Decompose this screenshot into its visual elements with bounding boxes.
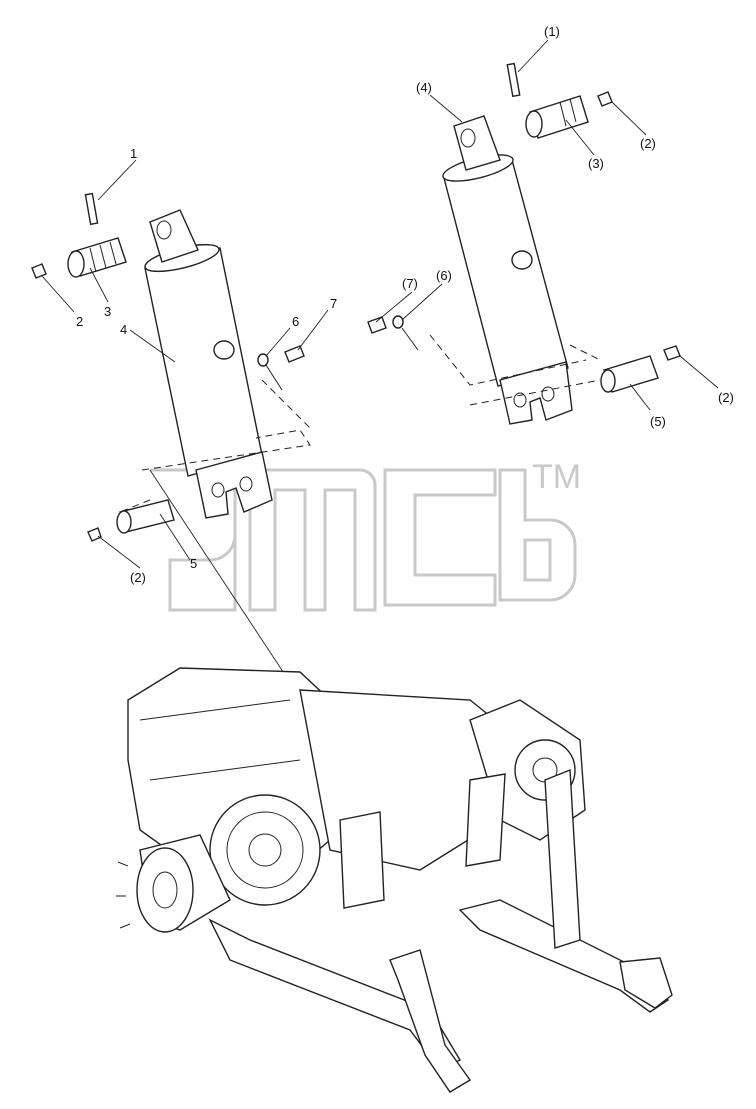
- left-grease-fitting-upper: [31, 263, 47, 279]
- left-lift-cylinder: [144, 209, 273, 519]
- callout-right-2b: (2): [718, 390, 734, 405]
- left-washer-and-bolt: [257, 345, 305, 391]
- right-lift-cylinder: [442, 115, 573, 425]
- callout-left-3: 3: [104, 304, 111, 319]
- callout-right-5: (5): [650, 414, 666, 429]
- right-washer-and-bolt: [367, 315, 419, 351]
- callout-left-1: 1: [130, 146, 137, 161]
- callout-left-2: 2: [76, 314, 83, 329]
- left-roll-pin: [84, 192, 99, 226]
- left-upper-pin: [67, 237, 127, 278]
- left-lower-pin: [87, 499, 175, 542]
- right-roll-pin: [506, 62, 521, 98]
- callout-right-6: (6): [436, 268, 452, 283]
- callout-left-4: 4: [120, 322, 127, 337]
- callout-right-2a: (2): [640, 136, 656, 151]
- leader-lines: [41, 39, 719, 569]
- callout-right-7: (7): [402, 276, 418, 291]
- callout-left-2b: (2): [130, 570, 146, 585]
- callout-labels: 1 2 3 4 6 7 5 (2) (1) (4) (3) (2) (7) (6…: [76, 24, 734, 585]
- right-upper-pin: [525, 95, 589, 139]
- right-lower-pin: [600, 345, 681, 393]
- callout-right-4: (4): [416, 80, 432, 95]
- trademark-symbol: TM: [532, 458, 581, 496]
- callout-left-7: 7: [330, 296, 337, 311]
- callout-left-6: 6: [292, 314, 299, 329]
- callout-right-3: (3): [588, 156, 604, 171]
- tractor-rear-axle-assembly: [116, 667, 673, 1093]
- callout-left-5: 5: [190, 556, 197, 571]
- watermark-logo: TM: [150, 458, 581, 612]
- callout-right-1: (1): [544, 24, 560, 39]
- right-grease-fitting-upper: [597, 91, 613, 107]
